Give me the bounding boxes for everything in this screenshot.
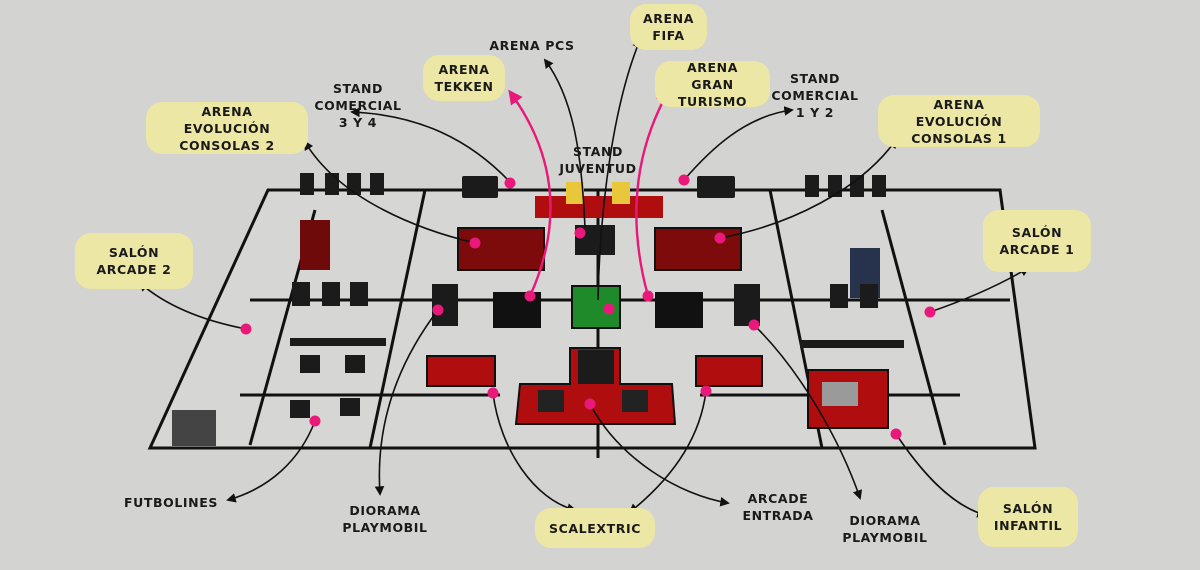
black-arrows [138,38,1030,518]
marker-diorama-left [432,304,444,316]
arrow-evolucion-2 [304,140,476,244]
arrow-scalextric-left [492,392,577,513]
label-stand-comercial-34: STAND COMERCIAL 3 Y 4 [314,81,402,130]
arrow-arcade-entrada [589,403,730,507]
label-arena-evolucion-1: ARENA EVOLUCIÓN CONSOLAS 1 [878,95,1040,147]
arrow-salon-infantil [895,433,987,518]
scalextric-left-area [426,355,496,387]
label-arena-fifa: ARENA FIFA [630,4,707,50]
scalextric-right-area [695,355,763,387]
marker-scalextric-right [700,385,712,397]
equipment [172,173,904,446]
label-diorama-playmobil-left: DIORAMA PLAYMOBIL [342,503,428,535]
marker-arena-pcs [574,227,586,239]
marker-arena-gt [642,290,654,302]
marker-scalextric-left [487,387,499,399]
label-arena-tekken: ARENA TEKKEN [423,55,505,101]
salon-arcade-2-red [300,220,330,270]
stand-12-area [654,227,742,271]
arrow-salon-arcade-1 [929,267,1030,313]
pink-arrows [508,89,670,297]
arrow-arena-tekken [508,89,552,297]
marker-evolucion-2 [469,237,481,249]
label-scalextric: SCALEXTRIC [535,508,655,548]
marker-arcade-entrada [584,398,596,410]
label-salon-infantil: SALÓN INFANTIL [978,487,1078,547]
stand-juventud-area [535,196,663,218]
arrow-stand-34 [350,107,511,183]
marker-diorama-right [748,319,760,331]
arrow-arena-gran-turismo [635,89,670,297]
marker-stand-12 [678,174,690,186]
label-salon-arcade-2: SALÓN ARCADE 2 [75,233,193,289]
arrow-futbolines [226,420,316,503]
marker-evolucion-1 [714,232,726,244]
arrow-scalextric-right [628,390,707,514]
location-markers [240,174,936,440]
stand-34-area [457,227,545,271]
marker-salon-arcade-1 [924,306,936,318]
label-arena-pcs: ARENA PCS [489,38,575,53]
label-arena-gran-turismo: ARENA GRAN TURISMO [655,60,770,109]
label-stand-juventud: STAND JUVENTUD [559,144,637,176]
label-arena-evolucion-2: ARENA EVOLUCIÓN CONSOLAS 2 [146,102,308,154]
label-stand-comercial-12: STAND COMERCIAL 1 Y 2 [771,71,859,120]
arrow-arena-fifa [597,38,642,301]
marker-stand-34 [504,177,516,189]
arrow-diorama-right [753,324,863,500]
gt-area [655,292,703,328]
label-diorama-playmobil-right: DIORAMA PLAYMOBIL [842,513,928,545]
marker-arena-fifa [603,303,615,315]
arrow-salon-arcade-2 [138,281,247,330]
arrow-arena-pcs [543,58,586,229]
arrow-diorama-left [374,309,439,496]
arrow-evolucion-1 [719,138,898,239]
marker-salon-infantil [890,428,902,440]
marker-salon-arcade-2 [240,323,252,335]
label-salon-arcade-1: SALÓN ARCADE 1 [983,210,1091,272]
marker-futbolines [309,415,321,427]
arrow-stand-12 [683,106,794,181]
marker-arena-tekken [524,290,536,302]
label-arcade-entrada: ARCADE ENTRADA [742,491,814,523]
label-futbolines: FUTBOLINES [124,495,218,510]
